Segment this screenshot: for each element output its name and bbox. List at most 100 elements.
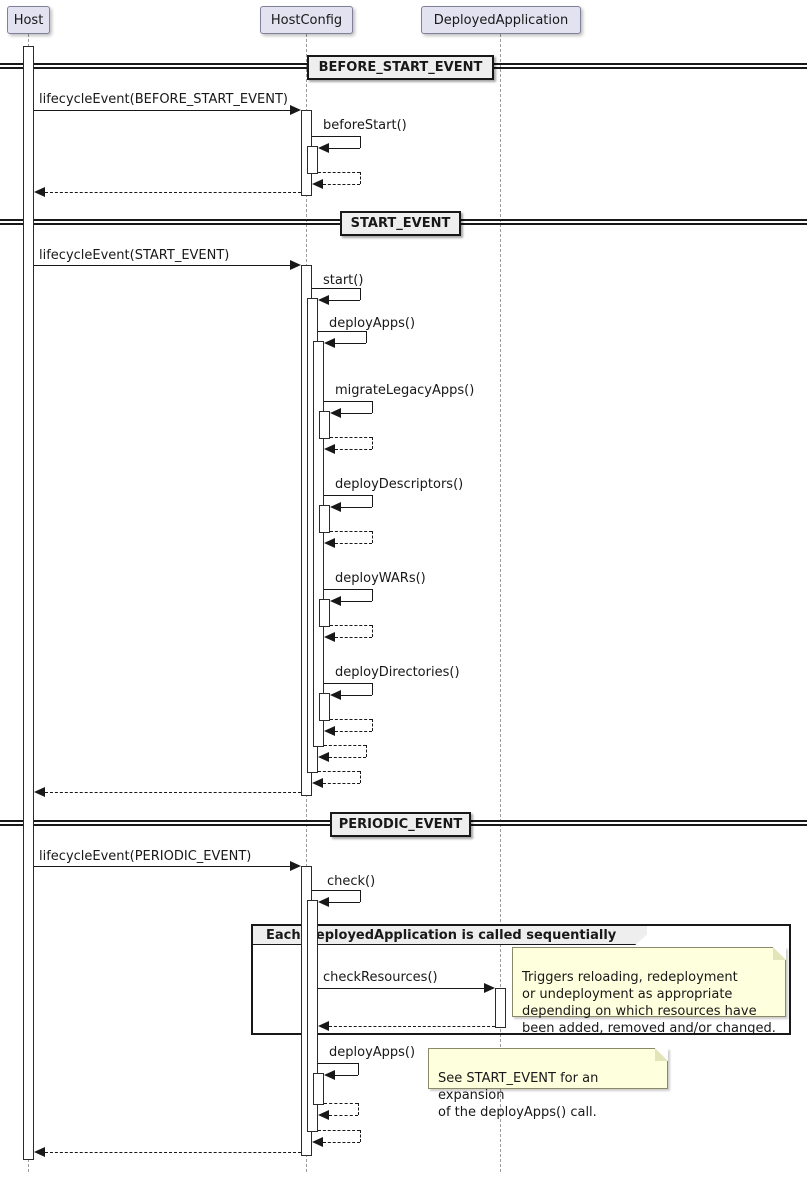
self-return-line [318,771,360,772]
divider-label: PERIODIC_EVENT [338,817,463,832]
arrowhead-left [318,897,329,907]
return-line [45,192,301,193]
participant-label: DeployedApplication [433,12,569,28]
arrowhead-left [34,187,45,197]
self-call-line [335,1075,358,1076]
message-label: migrateLegacyApps() [335,383,475,398]
call-line [34,110,291,111]
divider-periodic-event: PERIODIC_EVENT [330,812,471,837]
participant-label: HostConfig [270,12,343,28]
self-call-line [318,331,366,332]
self-return-line [335,731,372,732]
self-return-line [360,1130,361,1142]
arrowhead-left [312,179,323,189]
divider-start-event: START_EVENT [340,211,461,236]
self-call-line [312,890,360,891]
arrowhead-left [318,1021,329,1031]
arrowhead-right [290,105,301,115]
self-call-line [360,136,361,148]
message-label: start() [323,273,364,288]
self-return-line [323,783,360,784]
note-text: Triggers reloading, redeployment or unde… [522,970,776,1036]
note-text: See START_EVENT for an expansion of the … [438,1071,599,1120]
return-line [329,1026,495,1027]
arrowhead-left [324,444,335,454]
self-call-line [318,1063,358,1064]
self-return-line [335,543,372,544]
arrowhead-right [484,983,495,993]
self-call-line [360,288,361,300]
self-return-line [330,719,372,720]
self-call-line [341,601,372,602]
arrowhead-left [324,338,335,348]
self-return-line [318,1130,360,1131]
arrowhead-left [312,1137,323,1147]
note-check-resources: Triggers reloading, redeployment or unde… [512,947,786,1036]
arrowhead-left [324,538,335,548]
self-call-line [312,136,360,137]
arrowhead-left [324,726,335,736]
participant-deployedapplication: DeployedApplication [421,6,581,34]
arrowhead-left [34,1147,45,1157]
self-return-line [335,449,372,450]
self-call-line [324,589,372,590]
message-label: beforeStart() [323,118,407,133]
call-line [34,265,291,266]
message-label: lifecycleEvent(START_EVENT) [39,248,230,263]
self-call-line [372,683,373,695]
hostconfig-activation-bar [307,900,318,1132]
divider-label: START_EVENT [350,216,451,231]
hostconfig-activation-bar [319,505,330,533]
arrowhead-left [34,787,45,797]
group-header: Each DeployedApplication is called seque… [253,926,647,945]
self-return-line [372,719,373,731]
self-return-line [372,437,373,449]
self-call-line [360,890,361,902]
message-label: deployApps() [329,1045,416,1060]
self-return-line [323,1142,360,1143]
self-return-line [372,625,373,637]
message-label: deployDescriptors() [335,477,464,492]
self-call-line [341,507,372,508]
participant-hostconfig: HostConfig [260,6,353,34]
divider-label: BEFORE_START_EVENT [318,60,483,75]
self-call-line [329,148,360,149]
self-call-line [324,683,372,684]
message-label: deployDirectories() [335,665,460,680]
arrowhead-right [290,260,301,270]
self-call-line [341,695,372,696]
hostconfig-activation-bar [307,146,318,174]
return-line [45,792,301,793]
arrowhead-right [290,861,301,871]
self-call-line [329,300,360,301]
message-label: deployApps() [329,316,416,331]
hostconfig-activation-bar [319,599,330,627]
self-return-line [372,531,373,543]
arrowhead-left [330,502,341,512]
note-deploy-apps: See START_EVENT for an expansion of the … [428,1048,668,1120]
group-each-deployedapplication: Each DeployedApplication is called seque… [251,924,791,1035]
arrowhead-left [324,632,335,642]
self-call-line [372,589,373,601]
self-return-line [324,745,366,746]
self-return-line [329,757,366,758]
self-return-line [324,1103,358,1104]
hostconfig-activation-bar [313,1073,324,1105]
message-label: check() [327,874,376,889]
self-return-line [318,172,360,173]
hostconfig-activation-bar [319,693,330,721]
call-line [318,988,485,989]
host-activation-bar [23,46,34,1160]
self-return-line [358,1103,359,1115]
arrowhead-left [318,752,329,762]
self-call-line [366,331,367,343]
arrowhead-left [318,1110,329,1120]
self-return-line [330,531,372,532]
self-call-line [335,343,366,344]
self-call-line [312,288,360,289]
self-return-line [360,771,361,783]
self-return-line [330,437,372,438]
self-call-line [329,902,360,903]
participant-host: Host [7,6,50,34]
